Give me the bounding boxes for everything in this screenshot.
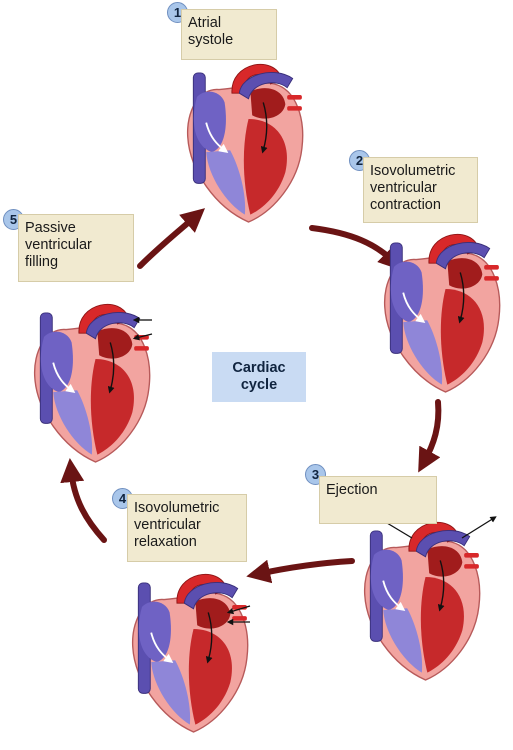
cycle-arrow-3-to-4 <box>246 558 355 584</box>
phase-5-label: Passive ventricular filling <box>18 214 134 282</box>
phase-4-label-line-3: relaxation <box>134 534 197 550</box>
heart-illustration-atrial-systole <box>188 64 303 222</box>
phase-4-label: Isovolumetric ventricular relaxation <box>127 494 247 562</box>
cardiac-cycle-center-label: Cardiac cycle <box>212 352 306 402</box>
cycle-arrow-4-to-5 <box>60 458 107 543</box>
phase-3-label-line-1: Ejection <box>326 482 378 498</box>
phase-1-label-line-2: systole <box>188 32 234 48</box>
phase-2-label-line-2: ventricular <box>370 180 437 196</box>
heart-illustration-isovolumetric-contraction <box>385 234 500 392</box>
heart-illustration-isovolumetric-relaxation <box>133 574 248 732</box>
phase-5-label-line-1: Passive <box>25 220 76 236</box>
phase-5-label-line-3: filling <box>25 254 59 270</box>
phase-2-label-line-3: contraction <box>370 197 441 213</box>
phase-3-label: Ejection <box>319 476 437 524</box>
phase-5-label-line-2: ventricular <box>25 237 92 253</box>
phase-4-label-line-2: ventricular <box>134 517 201 533</box>
center-label-line-2: cycle <box>240 377 278 393</box>
phase-4-label-line-1: Isovolumetric <box>134 500 220 516</box>
heart-illustration-passive-filling <box>35 304 150 462</box>
center-label-line-1: Cardiac <box>232 360 286 376</box>
heart-illustration-ejection <box>365 522 480 680</box>
cycle-arrow-2-to-3 <box>418 399 442 473</box>
cycle-arrow-5-to-1 <box>137 208 206 269</box>
cycle-arrow-1-to-2 <box>309 225 403 271</box>
phase-1-label-line-1: Atrial <box>188 15 222 31</box>
phase-2-label: Isovolumetric ventricular contraction <box>363 157 478 223</box>
phase-1-label: Atrial systole <box>181 9 277 60</box>
phase-2-label-line-1: Isovolumetric <box>370 163 456 179</box>
